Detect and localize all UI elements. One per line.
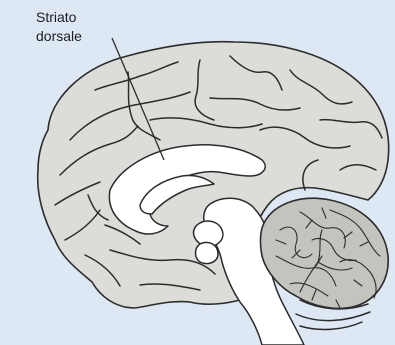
hypothalamus [196, 242, 219, 263]
label-line-2: dorsale [36, 27, 82, 45]
label-line-1: Striato [36, 8, 76, 26]
